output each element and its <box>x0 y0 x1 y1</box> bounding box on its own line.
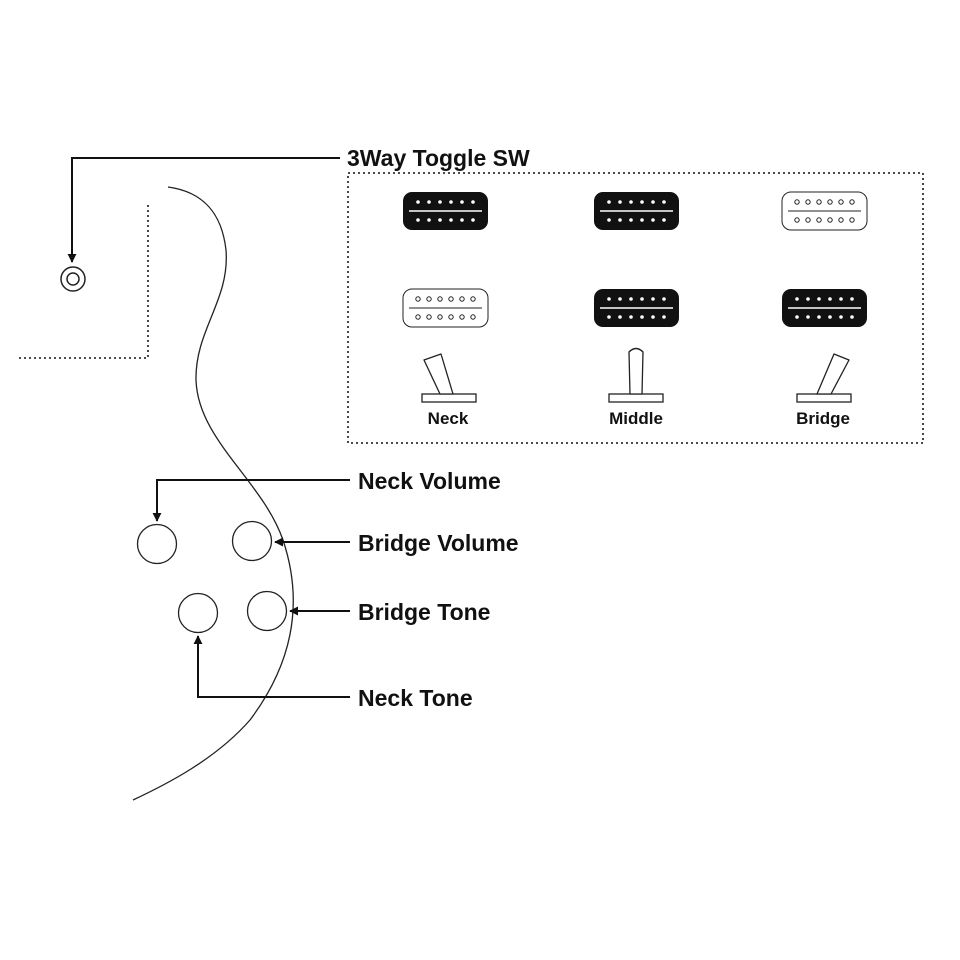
switch-positions-box <box>347 172 924 444</box>
toggle-switch-label: 3Way Toggle SW <box>347 145 530 171</box>
body-cutout-dashed-line <box>16 205 149 359</box>
bridge-volume-label: Bridge Volume <box>358 530 519 556</box>
bridge-pos-neck-pickup-icon <box>782 289 867 327</box>
neck-pos-toggle-lever-icon <box>421 353 477 403</box>
bridge-pos-toggle-lever-icon <box>796 353 852 403</box>
neck-volume-label: Neck Volume <box>358 468 501 494</box>
middle-pos-bridge-pickup-icon <box>594 192 679 230</box>
position-neck-label: Neck <box>428 409 469 428</box>
neck-tone-label: Neck Tone <box>358 685 473 711</box>
toggle-switch-leader-arrow <box>67 157 340 263</box>
neck-volume-knob[interactable] <box>136 523 178 565</box>
bridge-pos-bridge-pickup-icon <box>781 191 868 231</box>
neck-tone-leader-arrow <box>193 635 350 698</box>
bridge-tone-knob[interactable] <box>246 590 288 632</box>
position-bridge-label: Bridge <box>796 409 850 428</box>
neck-tone-knob[interactable] <box>177 592 219 634</box>
position-neck: Neck <box>402 192 489 428</box>
neck-pos-bridge-pickup-icon <box>403 192 488 230</box>
position-middle-label: Middle <box>609 409 663 428</box>
bridge-tone-label: Bridge Tone <box>358 599 490 625</box>
middle-pos-neck-pickup-icon <box>594 289 679 327</box>
position-bridge: Bridge <box>781 191 868 428</box>
middle-pos-toggle-lever-icon <box>608 347 664 403</box>
bridge-volume-knob[interactable] <box>231 520 273 562</box>
position-middle: Middle <box>594 192 679 428</box>
neck-volume-leader-arrow <box>152 479 350 522</box>
neck-pos-neck-pickup-icon <box>402 288 489 328</box>
toggle-switch-knob[interactable] <box>60 266 86 292</box>
